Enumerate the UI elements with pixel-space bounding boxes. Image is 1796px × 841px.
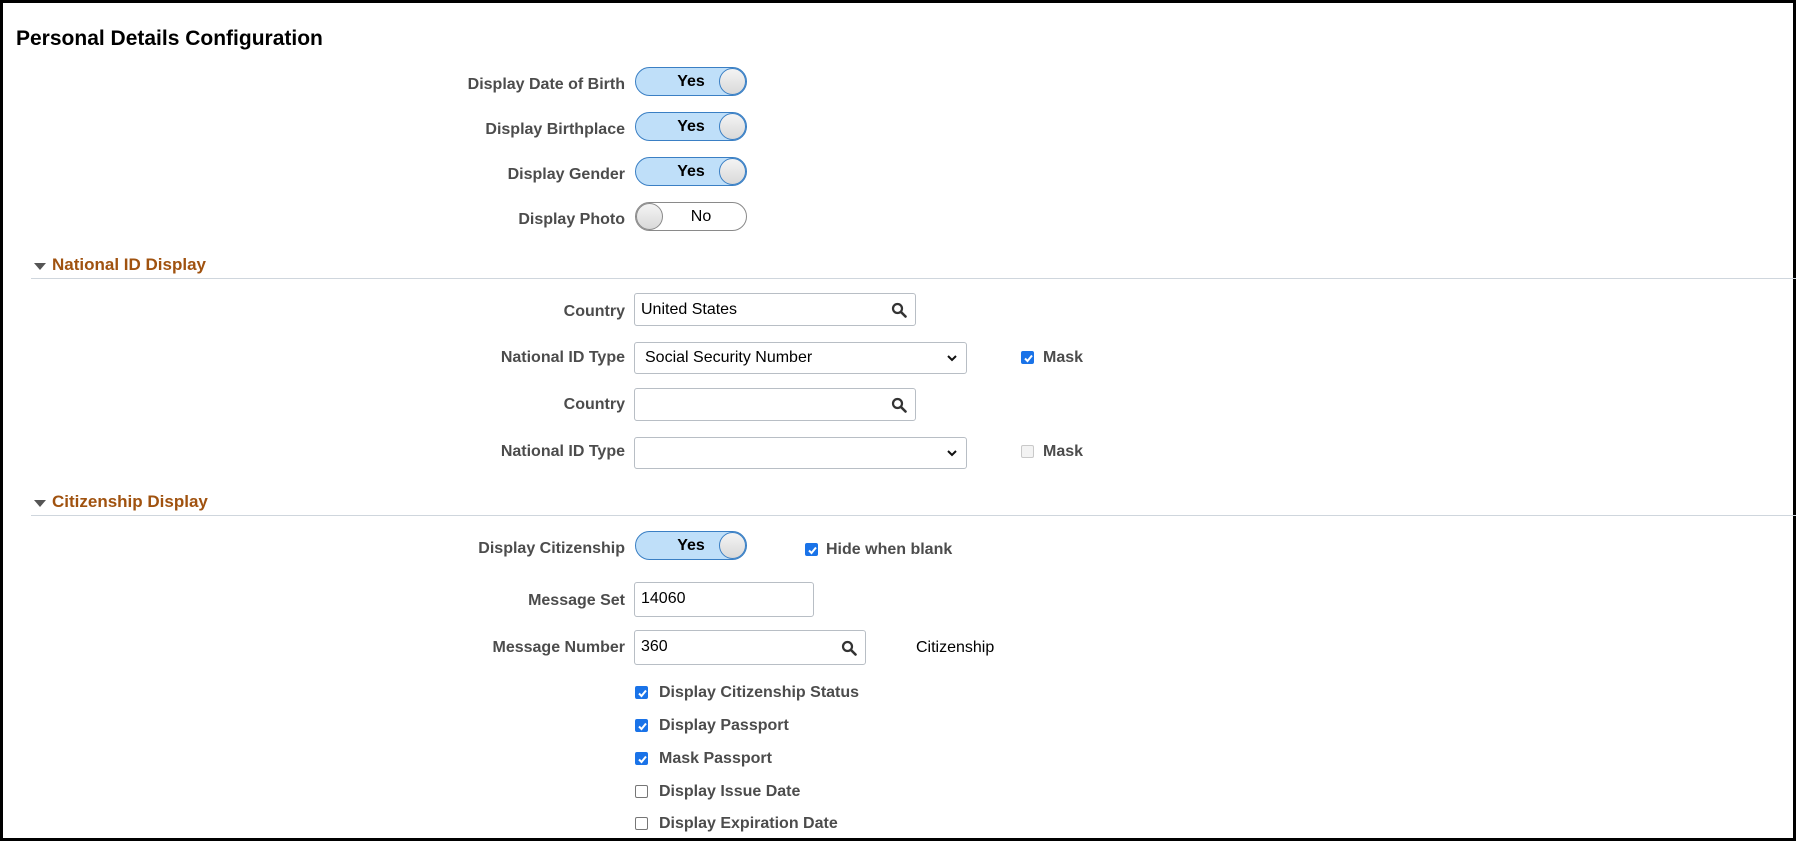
toggle-knob — [636, 203, 663, 230]
display-birthplace-toggle[interactable]: Yes — [635, 112, 747, 141]
toggle-value: Yes — [677, 537, 705, 554]
display-date-of-birth-label: Display Date of Birth — [467, 76, 625, 93]
message-number-label: Message Number — [492, 639, 626, 656]
citizenship-divider — [31, 515, 1796, 516]
toggle-value: Yes — [677, 118, 705, 135]
mask-checkbox-2 — [1021, 445, 1034, 458]
mask-label: Mask — [1043, 349, 1084, 366]
hide-when-blank-label: Hide when blank — [826, 541, 953, 558]
display-expiration-date-checkbox[interactable] — [635, 817, 648, 830]
message-set-label: Message Set — [528, 592, 625, 609]
toggle-knob — [719, 158, 746, 185]
checkmark-icon — [1024, 354, 1033, 363]
triangle-down-icon — [34, 500, 46, 507]
national-id-section-title: National ID Display — [52, 255, 206, 274]
toggle-value: No — [690, 208, 712, 225]
display-citizenship-label: Display Citizenship — [478, 540, 625, 557]
message-number-value: 360 — [641, 638, 668, 655]
toggle-knob — [719, 113, 746, 140]
display-photo-toggle[interactable]: No — [635, 202, 747, 231]
display-citizenship-toggle[interactable]: Yes — [635, 531, 747, 560]
national-id-type-value: Social Security Number — [645, 349, 813, 366]
message-number-input[interactable]: 360 — [634, 630, 866, 665]
display-gender-label: Display Gender — [507, 166, 625, 183]
checkmark-icon — [638, 722, 647, 731]
display-date-of-birth-toggle[interactable]: Yes — [635, 67, 747, 96]
national-id-type-label-2: National ID Type — [500, 443, 625, 460]
country-label: Country — [563, 303, 625, 320]
page-title: Personal Details Configuration — [16, 27, 323, 50]
toggle-value: Yes — [677, 163, 705, 180]
display-gender-toggle[interactable]: Yes — [635, 157, 747, 186]
search-icon[interactable] — [891, 397, 907, 413]
display-issue-date-checkbox[interactable] — [635, 785, 648, 798]
national-id-divider — [31, 278, 1796, 279]
checkmark-icon — [638, 689, 647, 698]
message-set-value: 14060 — [641, 590, 686, 607]
display-issue-date-label: Display Issue Date — [659, 783, 801, 800]
display-expiration-date-label: Display Expiration Date — [659, 815, 838, 832]
toggle-knob — [719, 532, 746, 559]
mask-label-2: Mask — [1043, 443, 1084, 460]
display-passport-label: Display Passport — [659, 717, 789, 734]
search-icon[interactable] — [841, 640, 857, 656]
mask-passport-checkbox[interactable] — [635, 752, 648, 765]
display-citizenship-status-checkbox[interactable] — [635, 686, 648, 699]
message-description: Citizenship — [916, 639, 995, 656]
display-birthplace-label: Display Birthplace — [485, 121, 625, 138]
toggle-value: Yes — [677, 73, 705, 90]
mask-passport-label: Mask Passport — [659, 750, 772, 767]
hide-when-blank-checkbox[interactable] — [805, 543, 818, 556]
country-input-2[interactable] — [634, 388, 916, 421]
citizenship-section-title: Citizenship Display — [52, 492, 208, 511]
mask-checkbox[interactable] — [1021, 351, 1034, 364]
display-photo-label: Display Photo — [518, 211, 625, 228]
country-input[interactable]: United States — [634, 293, 916, 326]
country-value: United States — [641, 301, 738, 318]
chevron-down-icon — [947, 450, 957, 457]
chevron-down-icon — [947, 355, 957, 362]
national-id-type-label: National ID Type — [500, 349, 625, 366]
national-id-type-select[interactable]: Social Security Number — [634, 342, 967, 374]
national-id-type-select-2[interactable] — [634, 437, 967, 469]
display-citizenship-status-label: Display Citizenship Status — [659, 684, 860, 701]
checkmark-icon — [808, 546, 817, 555]
triangle-down-icon — [34, 263, 46, 270]
search-icon[interactable] — [891, 302, 907, 318]
toggle-knob — [719, 68, 746, 95]
checkmark-icon — [638, 755, 647, 764]
message-set-input[interactable]: 14060 — [634, 582, 814, 617]
display-passport-checkbox[interactable] — [635, 719, 648, 732]
country-label-2: Country — [563, 396, 625, 413]
